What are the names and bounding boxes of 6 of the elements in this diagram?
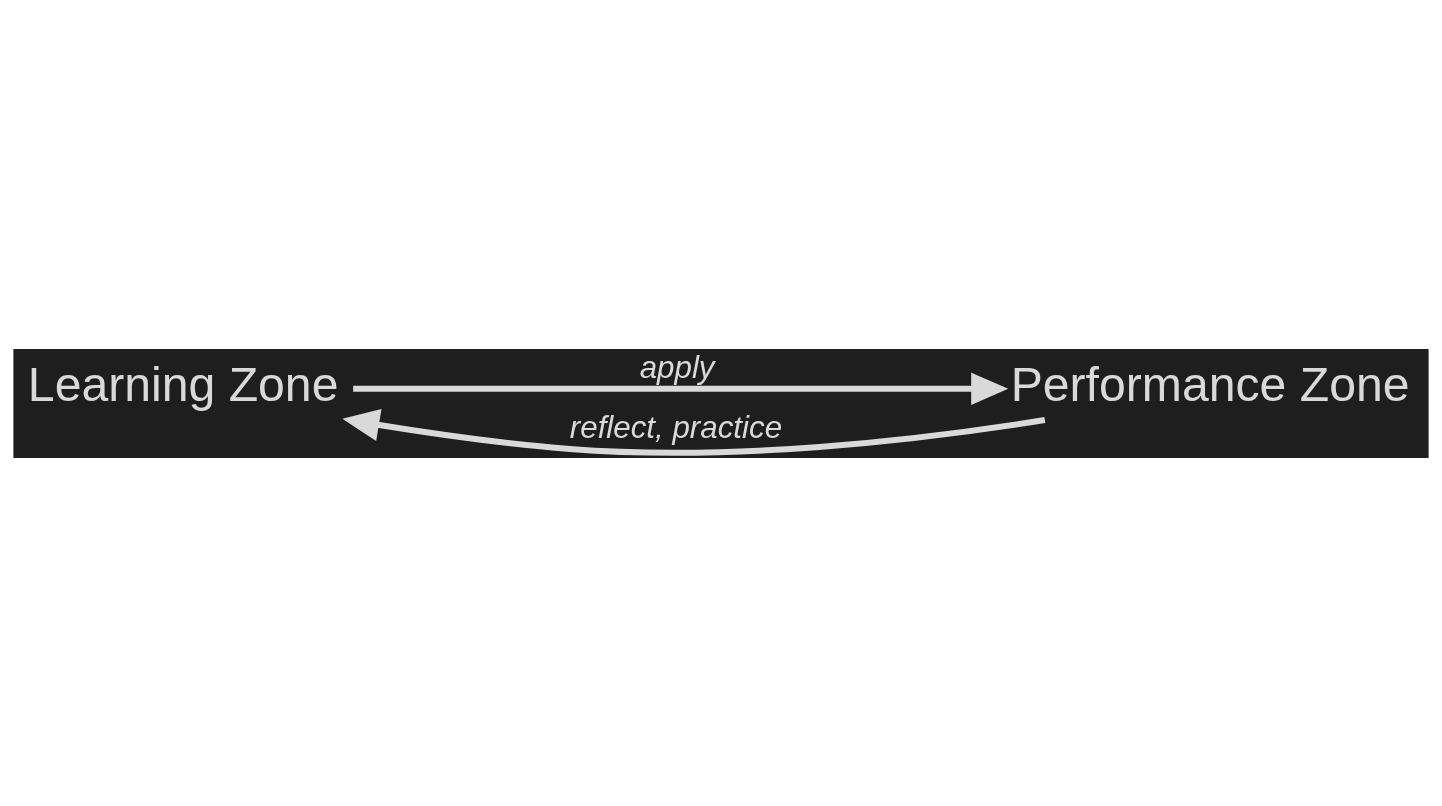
node-text: Performance Zone (1010, 356, 1410, 411)
arrow (353, 372, 1009, 405)
edge-label: reflect, practice (569, 409, 783, 445)
node-text: Learning Zone (27, 356, 339, 411)
arrow (342, 408, 1046, 456)
edge-label: apply (639, 349, 715, 385)
